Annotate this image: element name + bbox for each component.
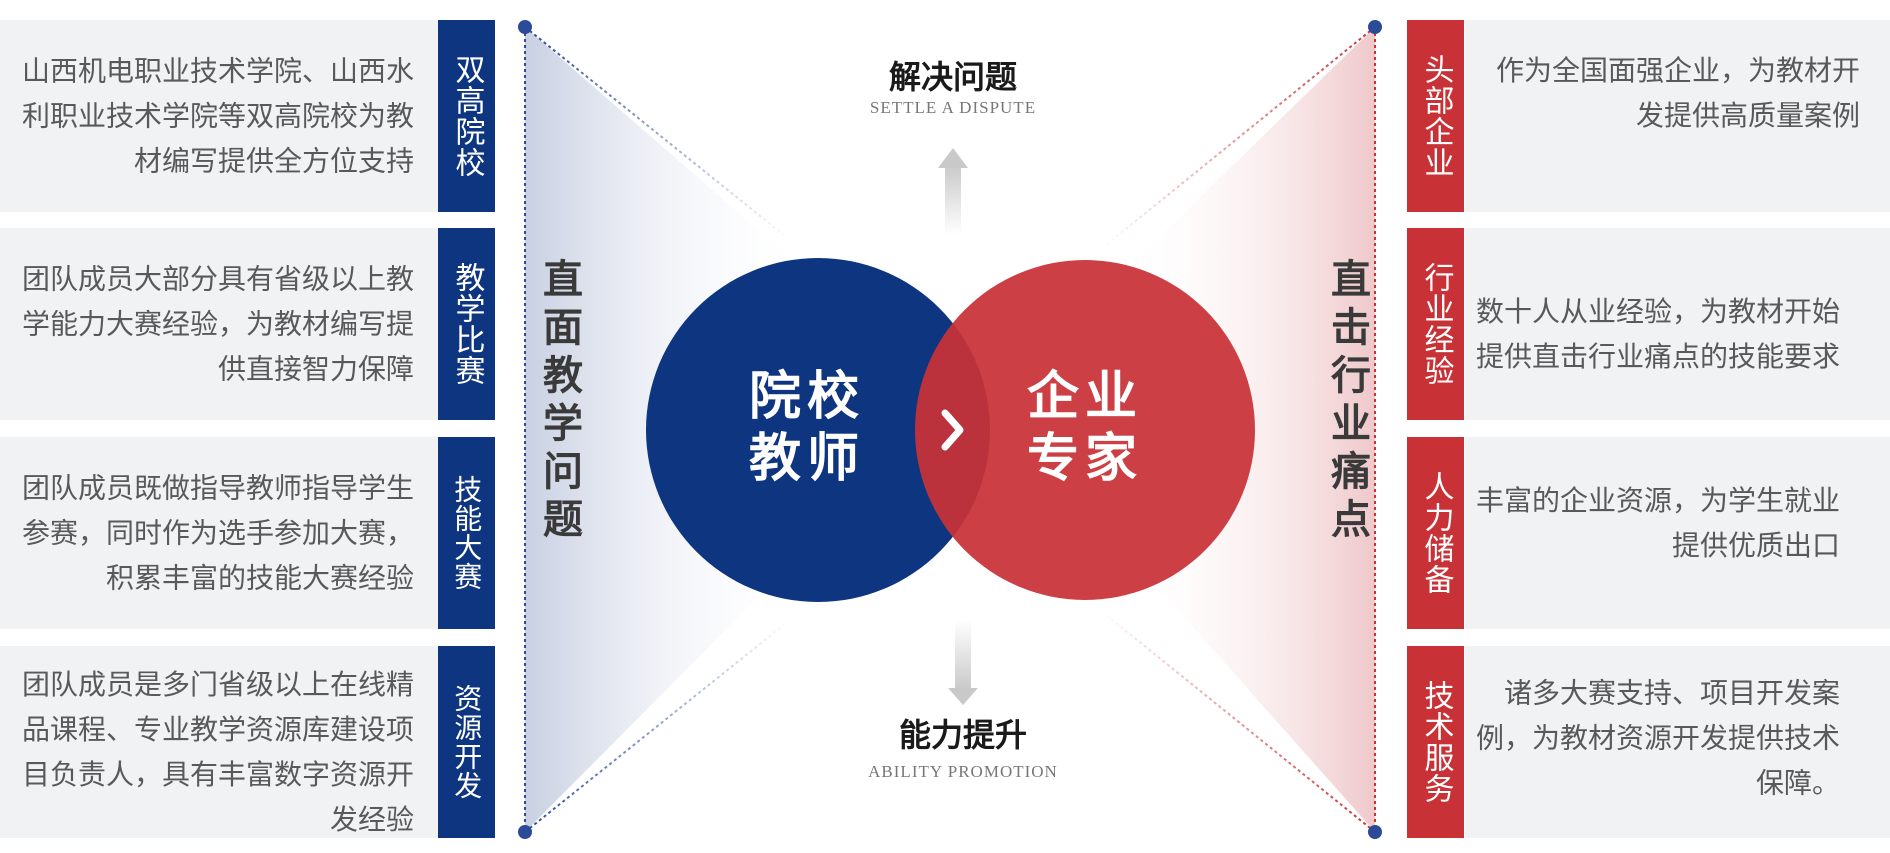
top-caption-en: SETTLE A DISPUTE bbox=[869, 98, 1037, 117]
chevron-right-icon bbox=[941, 409, 964, 451]
blue-circle-label: 院校 教师 bbox=[697, 366, 917, 490]
red-bottom-diagonal bbox=[1099, 609, 1376, 833]
blue-circle bbox=[646, 258, 990, 602]
blue-bottom-diagonal bbox=[524, 619, 791, 833]
bottom-caption-cn: 能力提升 bbox=[898, 716, 1027, 754]
arrow-down-icon bbox=[948, 620, 978, 705]
left-text-4: 团队成员是多门省级以上在线精品课程、专业教学资源库建设项目负责人，具有丰富数字资… bbox=[21, 667, 414, 836]
right-text-2: 数十人从业经验，为教材开始提供直击行业痛点的技能要求 bbox=[1475, 294, 1840, 373]
blue-dot-right-bottom bbox=[1368, 825, 1382, 839]
left-text-3: 团队成员既做指导教师指导学生参赛，同时作为选手参加大赛，积累丰富的技能大赛经验 bbox=[21, 471, 414, 595]
right-badge-2: 行业经验 bbox=[1407, 228, 1464, 420]
left-badge-2: 教学比赛 bbox=[438, 228, 495, 420]
blue-top-diagonal bbox=[524, 26, 791, 241]
left-text-2: 团队成员大部分具有省级以上教学能力大赛经验，为教材编写提供直接智力保障 bbox=[21, 262, 414, 386]
blue-circle-line1: 院校 bbox=[748, 366, 865, 427]
right-vertical-title: 直击行业痛点 bbox=[1324, 258, 1371, 546]
blue-circle-line2: 教师 bbox=[748, 428, 865, 489]
arrow-up-icon bbox=[938, 148, 968, 235]
right-text-4: 诸多大赛支持、项目开发案例，为教材资源开发提供技术保障。 bbox=[1475, 676, 1840, 800]
red-circle-line1: 企业 bbox=[1026, 366, 1143, 427]
blue-dot-bottom bbox=[518, 825, 532, 839]
top-caption-cn: 解决问题 bbox=[888, 58, 1017, 96]
right-badge-3: 人力储备 bbox=[1407, 437, 1464, 629]
left-badge-3: 技能大赛 bbox=[438, 437, 495, 629]
left-vertical-title: 直面教学问题 bbox=[536, 258, 583, 546]
left-panel-4: 团队成员是多门省级以上在线精品课程、专业教学资源库建设项目负责人，具有丰富数字资… bbox=[0, 646, 438, 838]
left-panel-3: 团队成员既做指导教师指导学生参赛，同时作为选手参加大赛，积累丰富的技能大赛经验 bbox=[0, 437, 438, 629]
red-circle-line2: 专家 bbox=[1026, 428, 1143, 489]
red-circle-label: 企业 专家 bbox=[975, 366, 1195, 490]
right-panel-4: 诸多大赛支持、项目开发案例，为教材资源开发提供技术保障。 bbox=[1465, 646, 1890, 838]
blue-dot-top bbox=[518, 20, 532, 34]
left-badge-1: 双高院校 bbox=[438, 20, 495, 212]
red-top-diagonal bbox=[1099, 26, 1376, 251]
left-badge-4: 资源开发 bbox=[438, 646, 495, 838]
blue-dot-right-top bbox=[1368, 20, 1382, 34]
right-badge-1: 头部企业 bbox=[1407, 20, 1464, 212]
right-panel-2: 数十人从业经验，为教材开始提供直击行业痛点的技能要求 bbox=[1465, 228, 1890, 420]
left-panel-1: 山西机电职业技术学院、山西水利职业技术学院等双高院校为教材编写提供全方位支持 bbox=[0, 20, 438, 212]
right-panel-3: 丰富的企业资源，为学生就业提供优质出口 bbox=[1465, 437, 1890, 629]
left-text-1: 山西机电职业技术学院、山西水利职业技术学院等双高院校为教材编写提供全方位支持 bbox=[21, 54, 414, 178]
right-text-3: 丰富的企业资源，为学生就业提供优质出口 bbox=[1475, 484, 1840, 563]
right-panel-1: 作为全国面强企业，为教材开发提供高质量案例 bbox=[1465, 20, 1890, 212]
left-panel-2: 团队成员大部分具有省级以上教学能力大赛经验，为教材编写提供直接智力保障 bbox=[0, 228, 438, 420]
right-badge-4: 技术服务 bbox=[1407, 646, 1464, 838]
red-circle bbox=[915, 260, 1255, 600]
bottom-caption-en: ABILITY PROMOTION bbox=[868, 762, 1058, 781]
right-text-1: 作为全国面强企业，为教材开发提供高质量案例 bbox=[1495, 53, 1860, 132]
